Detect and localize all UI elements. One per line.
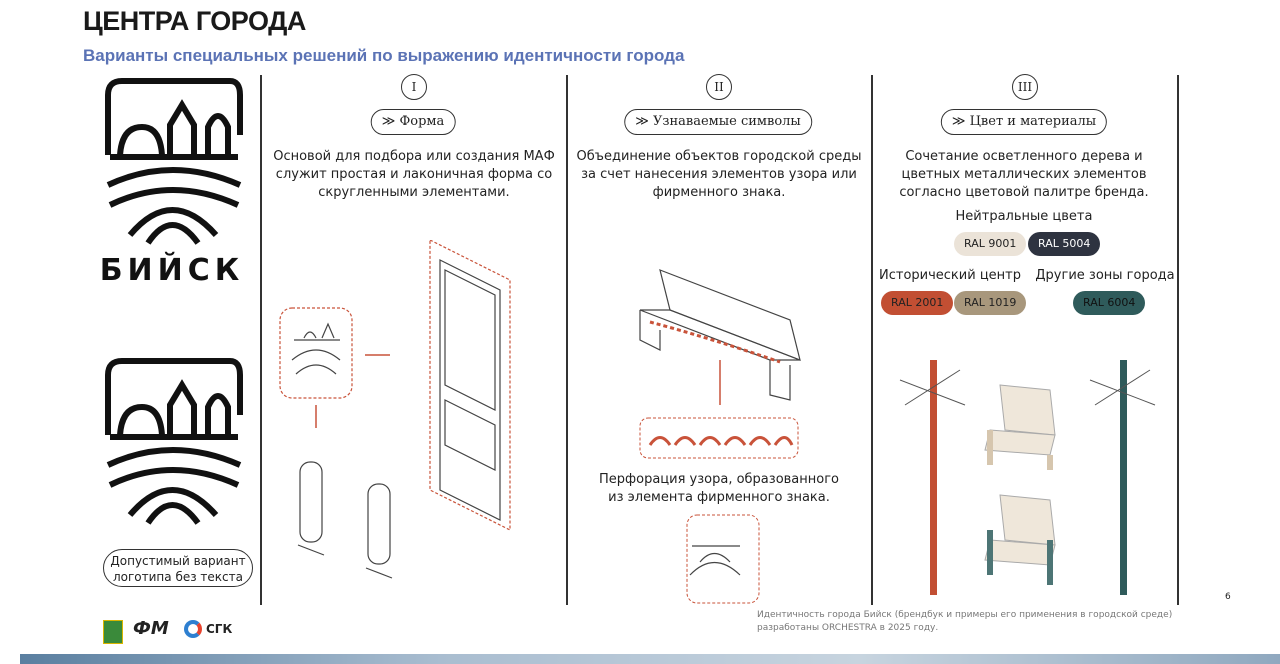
biysk-logo-no-text [105,358,243,525]
caption-line2: из элемента фирменного знака. [608,490,830,505]
divider [566,75,568,605]
color-swatch-ral-1019: RAL 1019 [954,291,1027,315]
logo-caption: Допустимый вариант логотипа без текста [103,549,253,587]
biysk-logo: БИЙСК [100,78,244,288]
section-description: Объединение объектов городской среды за … [576,149,862,200]
page-number: 6 [1225,592,1231,602]
page-title: ЦЕНТРА ГОРОДА [83,6,306,36]
divider [871,75,873,605]
city-coat-of-arms [103,620,123,644]
pill-label: Цвет и материалы [969,114,1097,129]
section-number: III [1012,74,1038,100]
section-pill-colors: ≫ Цвет и материалы [940,109,1108,135]
bottom-strip [20,654,1280,664]
symbols-illustration [639,269,801,604]
color-swatch-ral-5004: RAL 5004 [1028,232,1101,256]
divider [260,75,262,605]
section-number: I [401,74,427,100]
double-chevron-icon: ≫ [381,114,400,129]
page-subtitle: Варианты специальных решений по выражени… [83,46,685,65]
color-swatch-ral-2001: RAL 2001 [881,291,954,315]
footer-note: Идентичность города Бийск (брендбук и пр… [757,609,1172,635]
partner-logo-fm: ФМ [133,618,169,639]
pill-label: Форма [399,114,445,129]
color-swatch-ral-9001: RAL 9001 [954,232,1027,256]
double-chevron-icon: ≫ [635,114,653,129]
partner-logo-sgk: СГК [206,622,233,636]
materials-illustration [899,360,1156,595]
historic-center-label: Исторический центр [879,268,1021,283]
logo-caption-line1: Допустимый вариант [110,554,246,568]
section-description: Основой для подбора или создания МАФ слу… [273,149,555,200]
section-description: Сочетание осветленного дерева и цветных … [899,149,1149,200]
color-swatch-ral-6004: RAL 6004 [1073,291,1146,315]
divider [1177,75,1179,605]
logo-city-name: БИЙСК [100,252,244,288]
logo-caption-line2: логотипа без текста [112,570,243,584]
double-chevron-icon: ≫ [951,114,970,129]
neutral-colors-label: Нейтральные цвета [955,209,1093,224]
section-pill-symbols: ≫ Узнаваемые символы [624,109,812,135]
section-pill-form: ≫ Форма [370,109,456,135]
perforation-caption: Перфорация узора, образованного из элеме… [599,471,839,507]
caption-line1: Перфорация узора, образованного [598,472,840,487]
other-zones-label: Другие зоны города [1035,268,1175,283]
footer-note-line1: Идентичность города Бийск (брендбук и пр… [757,610,1173,620]
pill-label: Узнаваемые символы [652,114,801,129]
form-illustration [279,240,511,579]
footer-note-line2: разработаны ORCHESTRA в 2025 году. [757,623,939,633]
sgk-logo-icon [184,620,202,638]
section-number: II [706,74,732,100]
